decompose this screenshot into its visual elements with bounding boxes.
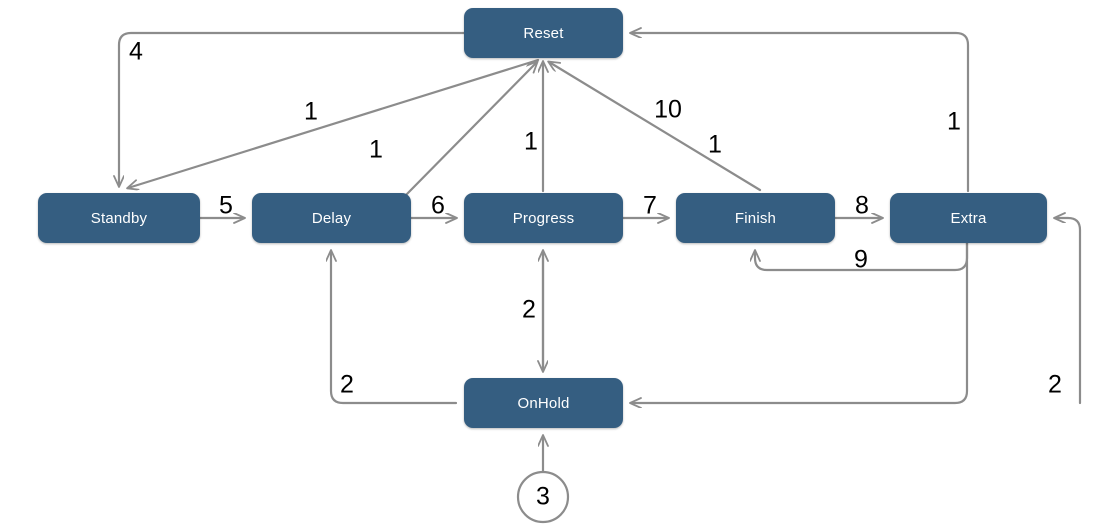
state-node-label: OnHold (517, 394, 570, 412)
edge-finish-reset-1 (549, 62, 762, 192)
state-node-extra[interactable]: Extra (890, 193, 1047, 243)
edge-return-into-extra (1055, 218, 1082, 405)
state-node-standby[interactable]: Standby (38, 193, 200, 243)
edge-label-finish-extra-8: 8 (855, 191, 869, 220)
edge-label-progress-reset-1: 1 (524, 127, 538, 156)
edge-label-reset-finish-10: 10 (654, 95, 682, 124)
state-node-label: Reset (523, 24, 564, 42)
state-node-finish[interactable]: Finish (676, 193, 835, 243)
edge-reset-standby-1 (128, 58, 540, 188)
state-node-label: Delay (311, 209, 352, 227)
edge-label-extra-reset-1: 1 (947, 107, 961, 136)
edge-reset-standby-4 (119, 31, 466, 186)
edge-label-progress-finish-7: 7 (643, 191, 657, 220)
state-node-progress[interactable]: Progress (464, 193, 623, 243)
edge-label-reset-standby-4: 4 (129, 37, 143, 66)
start-state-label: 3 (536, 482, 550, 511)
edge-label-extra-onhold-2: 2 (1048, 370, 1062, 399)
edge-label-finish-reset-1: 1 (708, 130, 722, 159)
edge-label-onhold-progress-2: 2 (522, 295, 536, 324)
state-node-label: Progress (512, 209, 575, 227)
edge-label-delay-progress-6: 6 (431, 191, 445, 220)
edge-label-reset-standby-1: 1 (304, 97, 318, 126)
edge-label-extra-finish-9: 9 (854, 245, 868, 274)
state-node-onhold[interactable]: OnHold (464, 378, 623, 428)
edge-onhold-delay-2 (331, 251, 458, 405)
state-node-delay[interactable]: Delay (252, 193, 411, 243)
state-node-label: Extra (950, 209, 987, 227)
edge-label-onhold-delay-2: 2 (340, 370, 354, 399)
state-node-label: Finish (734, 209, 777, 227)
edge-extra-onhold-2 (631, 241, 969, 403)
state-node-label: Standby (90, 209, 148, 227)
edge-extra-reset-1 (631, 33, 970, 193)
edge-label-standby-delay-5: 5 (219, 191, 233, 220)
state-node-reset[interactable]: Reset (464, 8, 623, 58)
edge-label-delay-reset-1: 1 (369, 135, 383, 164)
edge-delay-reset-1 (403, 62, 537, 198)
